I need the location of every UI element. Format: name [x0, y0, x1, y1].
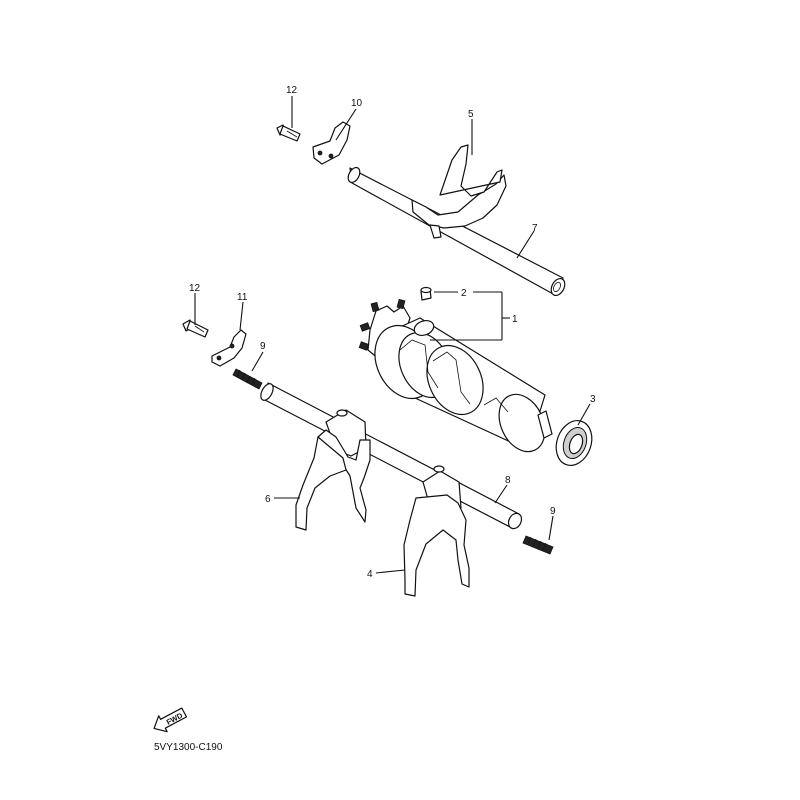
callout-2: 2 — [461, 288, 467, 299]
bolt-12-lower — [182, 319, 209, 338]
callout-6: 6 — [265, 494, 271, 505]
leader-lines — [194, 96, 591, 574]
bolt-12-upper — [276, 124, 301, 142]
drawing-code: 5VY1300-C190 — [154, 742, 223, 753]
callout-4: 4 — [367, 569, 373, 580]
callout-9-lower: 9 — [550, 506, 556, 517]
bearing-3 — [555, 420, 593, 466]
callout-3: 3 — [590, 394, 596, 405]
callout-12-upper: 12 — [286, 85, 298, 96]
shift-fork-5 — [411, 144, 507, 239]
shift-drum-1 — [358, 298, 553, 453]
callouts: 12 10 5 7 2 1 12 11 9 3 8 6 9 4 — [189, 85, 596, 580]
callout-10: 10 — [351, 98, 363, 109]
callout-11: 11 — [237, 292, 248, 303]
shift-fork-6 — [295, 409, 371, 531]
callout-5: 5 — [468, 109, 474, 120]
shift-fork-4 — [403, 465, 470, 597]
shift-shaft-7 — [347, 166, 566, 297]
callout-9-upper: 9 — [260, 341, 266, 352]
callout-1: 1 — [512, 314, 518, 325]
stopper-plate-10 — [312, 121, 351, 165]
spring-9-lower — [522, 535, 554, 555]
fwd-arrow-icon: FWD — [153, 707, 188, 733]
spring-9-upper — [232, 368, 263, 390]
callout-8: 8 — [505, 475, 511, 486]
callout-7: 7 — [532, 223, 538, 234]
pin-2 — [420, 286, 432, 301]
callout-12-lower: 12 — [189, 283, 201, 294]
stopper-plate-11 — [211, 329, 247, 367]
